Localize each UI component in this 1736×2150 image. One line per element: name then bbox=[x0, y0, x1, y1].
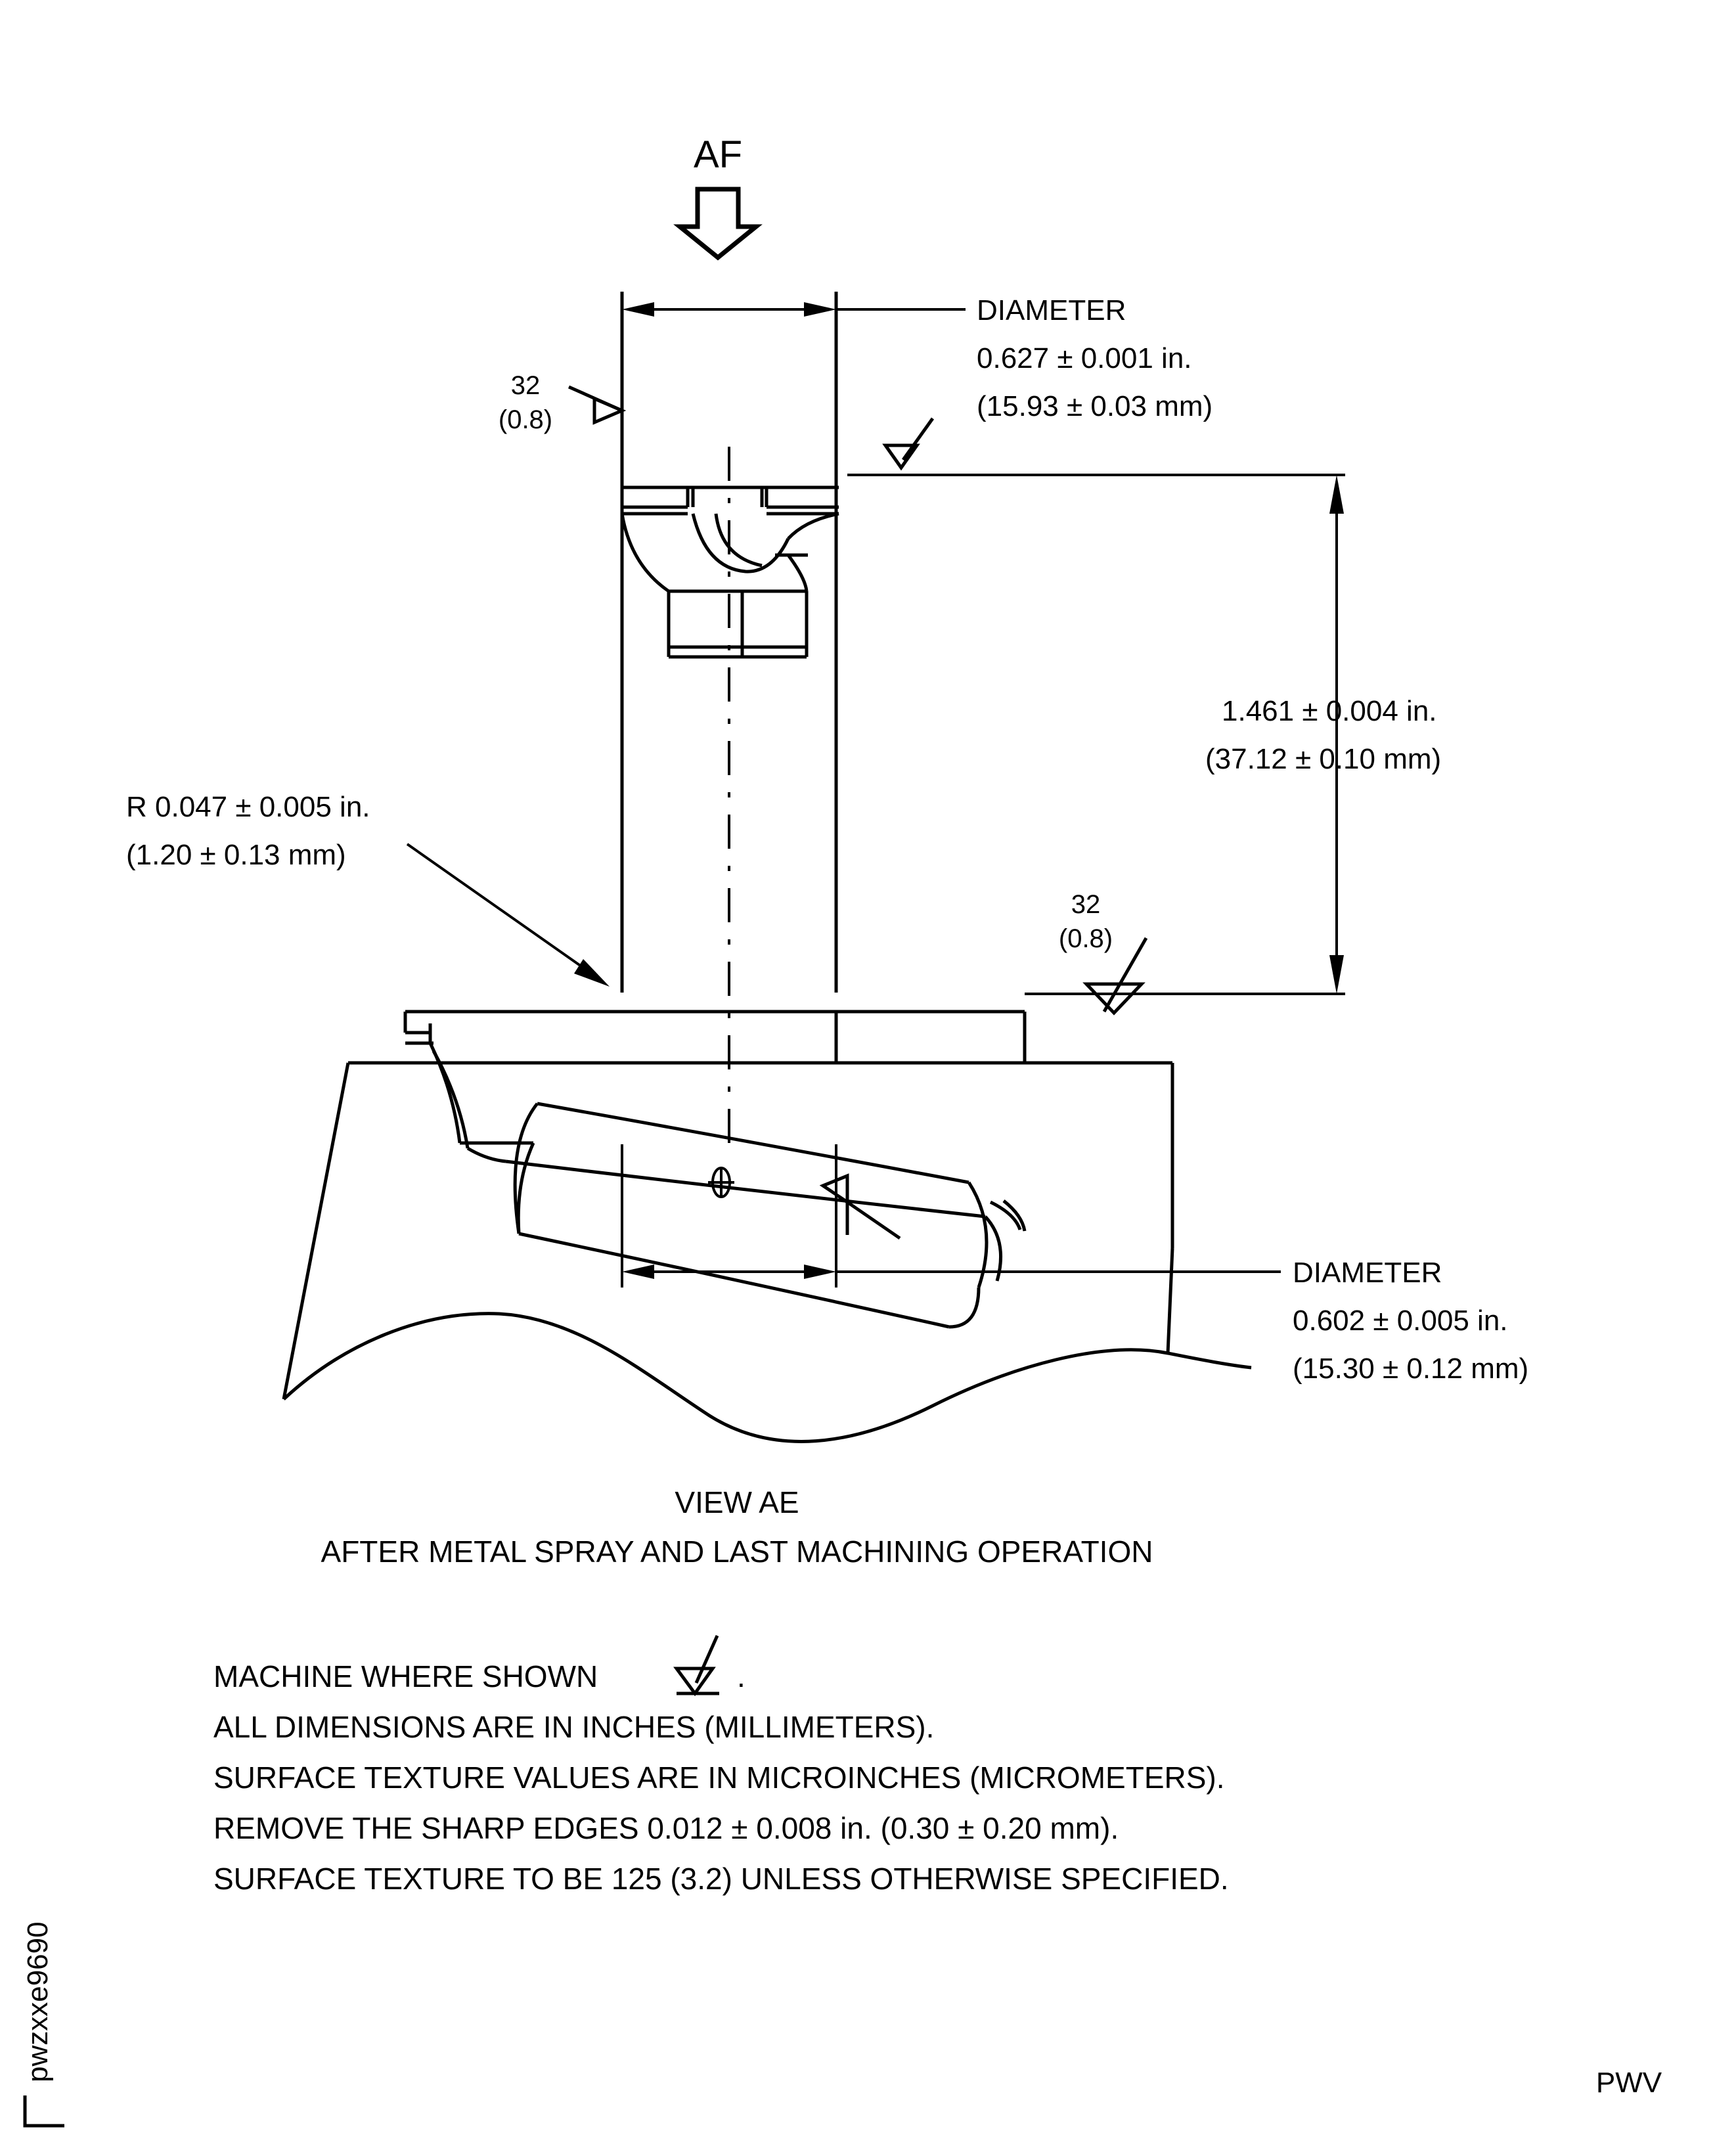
bottom-diameter-inches: 0.602 ± 0.005 in. bbox=[1293, 1305, 1508, 1337]
height-dimension-text: 1.461 ± 0.004 in. (37.12 ± 0.10 mm) bbox=[1205, 695, 1441, 775]
footer-left-code: pwzxxe9690 bbox=[22, 1921, 54, 2082]
bottom-diameter-label: DIAMETER bbox=[1293, 1257, 1442, 1289]
surface-texture-left-text: 32 (0.8) bbox=[499, 371, 552, 434]
bottom-diameter-callout-text: DIAMETER 0.602 ± 0.005 in. (15.30 ± 0.12… bbox=[1293, 1257, 1528, 1385]
surface-texture-left-value-mm: (0.8) bbox=[499, 405, 552, 434]
height-dimension-inches: 1.461 ± 0.004 in. bbox=[1222, 695, 1437, 727]
surface-texture-symbol-upper-right bbox=[882, 417, 935, 471]
note-line-5: SURFACE TEXTURE TO BE 125 (3.2) UNLESS O… bbox=[213, 1862, 1229, 1896]
radius-callout-text: R 0.047 ± 0.005 in. (1.20 ± 0.13 mm) bbox=[126, 791, 370, 871]
top-diameter-inches: 0.627 ± 0.001 in. bbox=[977, 342, 1192, 374]
height-dimension bbox=[847, 474, 1345, 995]
view-title-line1: VIEW AE bbox=[675, 1485, 799, 1519]
view-title-block: VIEW AE AFTER METAL SPRAY AND LAST MACHI… bbox=[321, 1485, 1153, 1569]
footer-left-code-group: pwzxxe9690 bbox=[22, 1921, 64, 2128]
part-disk-outline bbox=[282, 1061, 1252, 1443]
radius-mm: (1.20 ± 0.13 mm) bbox=[126, 839, 346, 871]
footer-right-code: PWV bbox=[1596, 2067, 1662, 2099]
top-diameter-dimension bbox=[621, 292, 966, 317]
radius-leader-arrow bbox=[406, 843, 610, 987]
surface-texture-symbol-left bbox=[568, 385, 627, 425]
part-airfoil-body bbox=[505, 1102, 1027, 1329]
note-line-2: ALL DIMENSIONS ARE IN INCHES (MILLIMETER… bbox=[213, 1710, 934, 1744]
surface-texture-right-text: 32 (0.8) bbox=[1059, 890, 1113, 953]
af-down-arrow-icon bbox=[673, 187, 763, 261]
note-line-4: REMOVE THE SHARP EDGES 0.012 ± 0.008 in.… bbox=[213, 1811, 1119, 1845]
note-line-1-prefix: MACHINE WHERE SHOWN bbox=[213, 1659, 598, 1693]
surface-texture-right-value: 32 bbox=[1071, 890, 1101, 919]
notes-block: MACHINE WHERE SHOWN . ALL DIMENSIONS ARE… bbox=[213, 1634, 1229, 1896]
view-title-line2: AFTER METAL SPRAY AND LAST MACHINING OPE… bbox=[321, 1534, 1153, 1569]
bottom-diameter-dimension bbox=[621, 1144, 1281, 1288]
bottom-diameter-mm: (15.30 ± 0.12 mm) bbox=[1293, 1353, 1528, 1385]
height-dimension-mm: (37.12 ± 0.10 mm) bbox=[1205, 743, 1441, 775]
part-flange bbox=[403, 1010, 1027, 1163]
part-shank-outline bbox=[620, 292, 838, 993]
inline-surface-texture-icon bbox=[673, 1634, 719, 1697]
note-line-1-suffix: . bbox=[737, 1659, 746, 1693]
note-line-3: SURFACE TEXTURE VALUES ARE IN MICROINCHE… bbox=[213, 1760, 1225, 1795]
surface-texture-right-value-mm: (0.8) bbox=[1059, 924, 1113, 953]
top-diameter-label: DIAMETER bbox=[977, 294, 1126, 326]
part-top-saddle-detail bbox=[620, 485, 839, 659]
surface-texture-symbol-right bbox=[1082, 937, 1148, 1016]
surface-texture-left-value: 32 bbox=[511, 371, 541, 400]
surface-texture-symbol-blade bbox=[819, 1173, 901, 1240]
af-view-label: AF bbox=[694, 133, 742, 176]
top-diameter-mm: (15.93 ± 0.03 mm) bbox=[977, 390, 1213, 422]
radius-inches: R 0.047 ± 0.005 in. bbox=[126, 791, 370, 823]
top-diameter-callout-text: DIAMETER 0.627 ± 0.001 in. (15.93 ± 0.03… bbox=[977, 294, 1213, 422]
